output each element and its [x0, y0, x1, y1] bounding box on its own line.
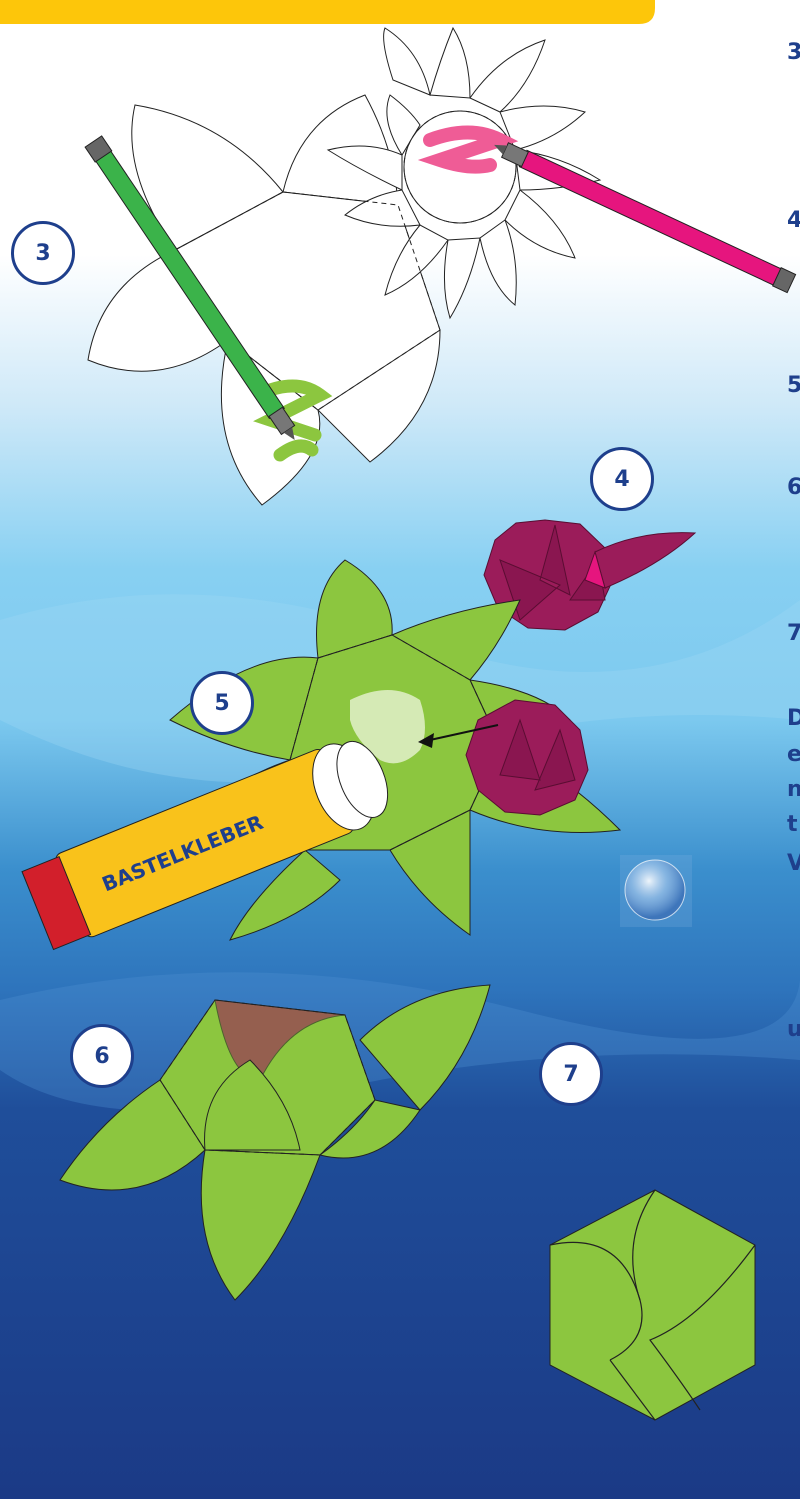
- edge-fragment-e: e: [787, 744, 800, 766]
- edge-fragment-3: 3: [787, 42, 800, 64]
- edge-fragment-7: 7: [787, 623, 800, 645]
- edge-fragment-v: V: [787, 853, 800, 875]
- step-3-badge: 3: [11, 221, 75, 285]
- step-7-badge: 7: [539, 1042, 603, 1106]
- edge-fragment-4: 4: [787, 210, 800, 232]
- step-6-badge: 6: [70, 1024, 134, 1088]
- edge-fragment-d: D: [787, 708, 800, 730]
- edge-fragment-n: n: [787, 779, 800, 801]
- step-4-badge: 4: [590, 447, 654, 511]
- edge-fragment-t: t: [787, 814, 798, 836]
- edge-fragment-6: 6: [787, 477, 800, 499]
- edge-fragment-u: u: [787, 1019, 800, 1041]
- edge-fragment-5: 5: [787, 375, 800, 397]
- step-5-badge: 5: [190, 671, 254, 735]
